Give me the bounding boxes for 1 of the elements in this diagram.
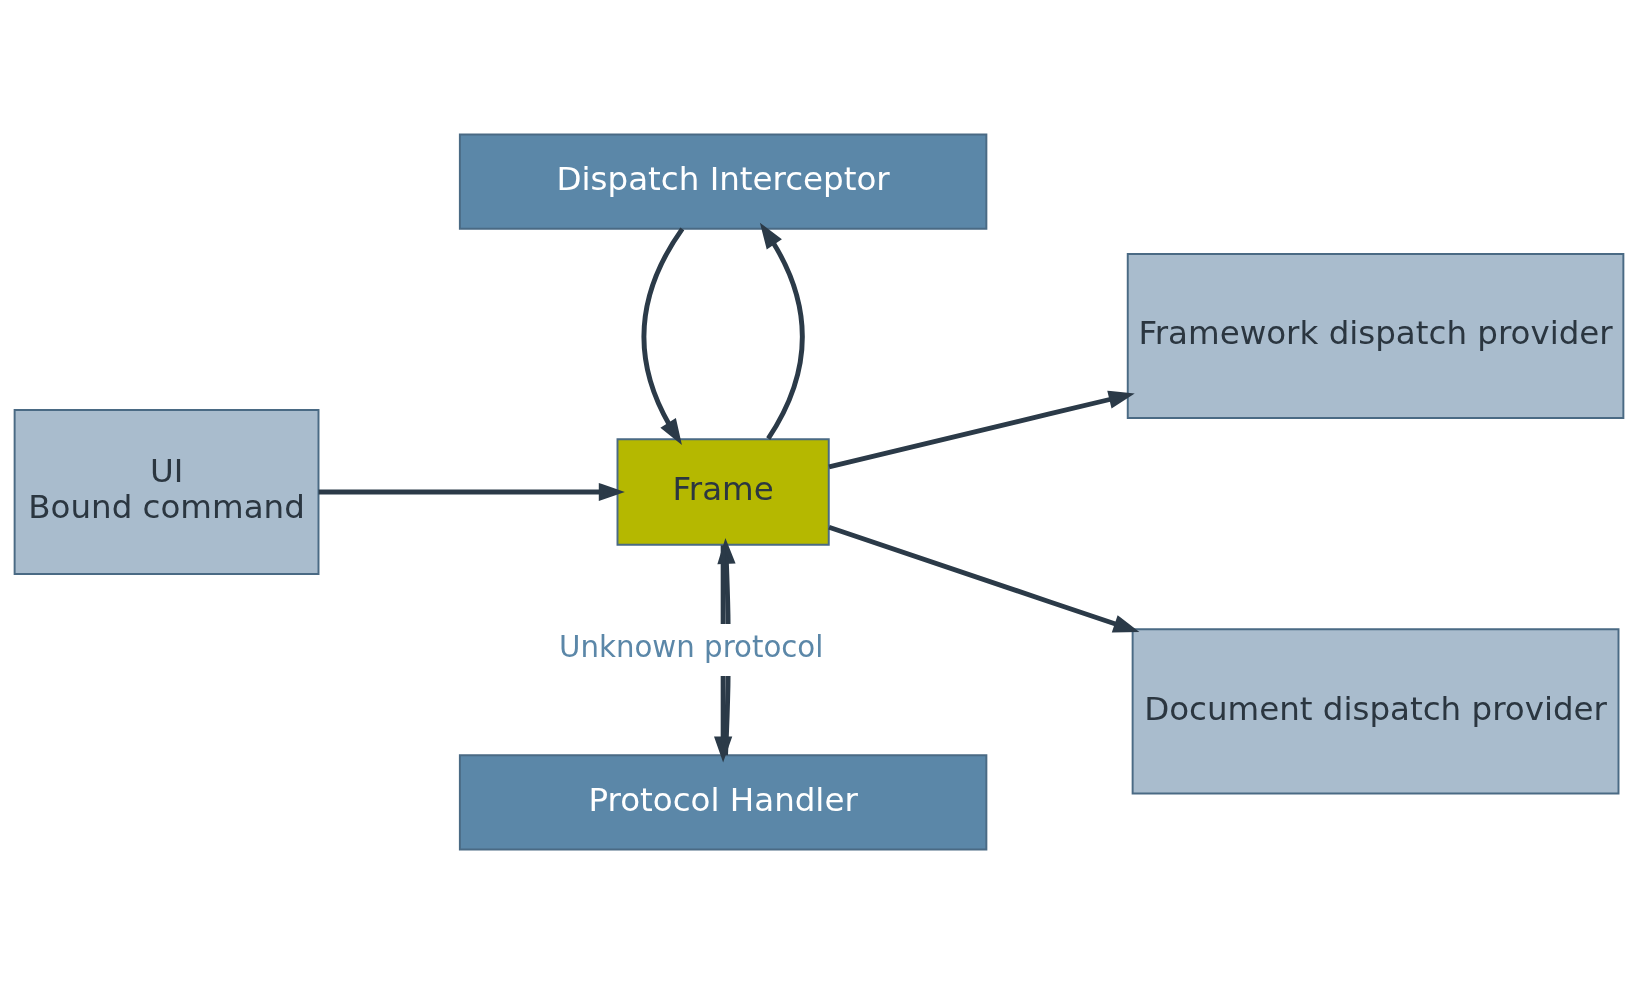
edge-label: Unknown protocol (559, 630, 824, 665)
